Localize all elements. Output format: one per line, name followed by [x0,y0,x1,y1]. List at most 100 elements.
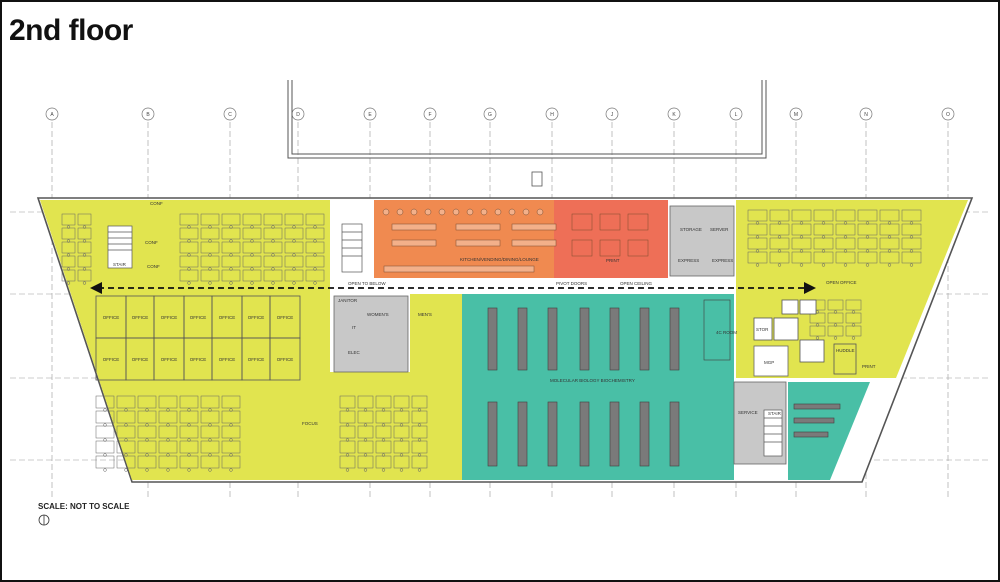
workstation [411,440,428,454]
workstation [221,425,241,439]
workstation [411,425,428,439]
chair [887,221,892,225]
chair [799,235,804,239]
chair [833,310,838,314]
grid-bubble-j [605,107,619,121]
workstation [61,241,76,254]
chair [381,438,386,442]
label-stair-right: STAIR [768,411,782,416]
lounge-seat [382,208,390,216]
workstation [158,440,178,454]
label-pivot-doors: PIVOT DOORS [556,281,587,286]
right-offices [753,299,857,375]
workstation [393,425,410,439]
office-label: OFFICE [248,315,265,320]
workstation [339,410,356,424]
chair [66,239,71,243]
chair [271,239,275,243]
chair [250,281,254,285]
grid-bubble-b [141,107,155,121]
grid-label-b: B [146,112,150,118]
office-label: OFFICE [103,357,120,362]
workstation [284,227,304,240]
workstation [845,299,862,311]
workstation [179,440,199,454]
workstation [263,255,283,268]
workstation [95,410,115,424]
lab-bench [609,307,620,371]
chair [250,253,254,257]
workstation [137,440,157,454]
workstation [357,410,374,424]
chair [229,453,233,457]
chair [250,267,254,271]
workstation [791,209,812,222]
chair [843,235,848,239]
workstation [769,251,790,264]
office-label: OFFICE [161,357,178,362]
workstation [242,213,262,226]
workstation [116,455,136,469]
lab-bench [579,401,590,467]
workstation [179,241,199,254]
dining-table [455,239,501,247]
workstation [242,269,262,282]
print-desk [599,239,621,257]
north-arrow-icon [38,514,50,526]
chair [124,423,128,427]
chair [417,438,422,442]
workstation [769,209,790,222]
lounge-seat [536,208,544,216]
workstation [339,455,356,469]
chair [250,225,254,229]
chair [145,453,149,457]
workstation [158,455,178,469]
workstation [95,425,115,439]
lab-benches [487,299,731,467]
chair [363,453,368,457]
chair [417,423,422,427]
private-offices [95,295,301,381]
chair [887,263,892,267]
office-label: OFFICE [132,315,149,320]
workstation [116,425,136,439]
workstation [221,213,241,226]
label-open-ceiling: OPEN CEILING [620,281,653,286]
workstation [61,227,76,240]
office-label: OFFICE [219,357,236,362]
chair [124,468,128,472]
workstation [158,395,178,409]
kitchen-tables [382,208,649,273]
grid-label-c: C [228,112,232,118]
label-kitchen: KITCHEN/VENDING/DINING/LOUNGE [460,257,539,262]
grid-label-o: O [946,112,950,118]
chair [229,253,233,257]
lounge-seat [452,208,460,216]
workstation [769,223,790,236]
chair [292,281,296,285]
workstation [901,209,922,222]
dining-table [455,223,501,231]
chair [755,221,760,225]
chair [851,323,856,327]
workstation [158,425,178,439]
storage-server-block [669,205,735,277]
workstation [179,395,199,409]
chair [865,235,870,239]
grid-bubble-f [423,107,437,121]
workstation [61,255,76,268]
grid-bubble-g [483,107,497,121]
office-label: OFFICE [248,357,265,362]
label-huddle: HUDDLE [836,348,855,353]
workstation [339,395,356,409]
chair [381,468,386,472]
grid-label-a: A [50,112,54,118]
chair [103,468,107,472]
workstation [284,241,304,254]
chair [345,423,350,427]
chair [166,468,170,472]
lab-bench [669,401,680,467]
lab-bench [547,307,558,371]
workstation [835,223,856,236]
chair [82,253,87,257]
